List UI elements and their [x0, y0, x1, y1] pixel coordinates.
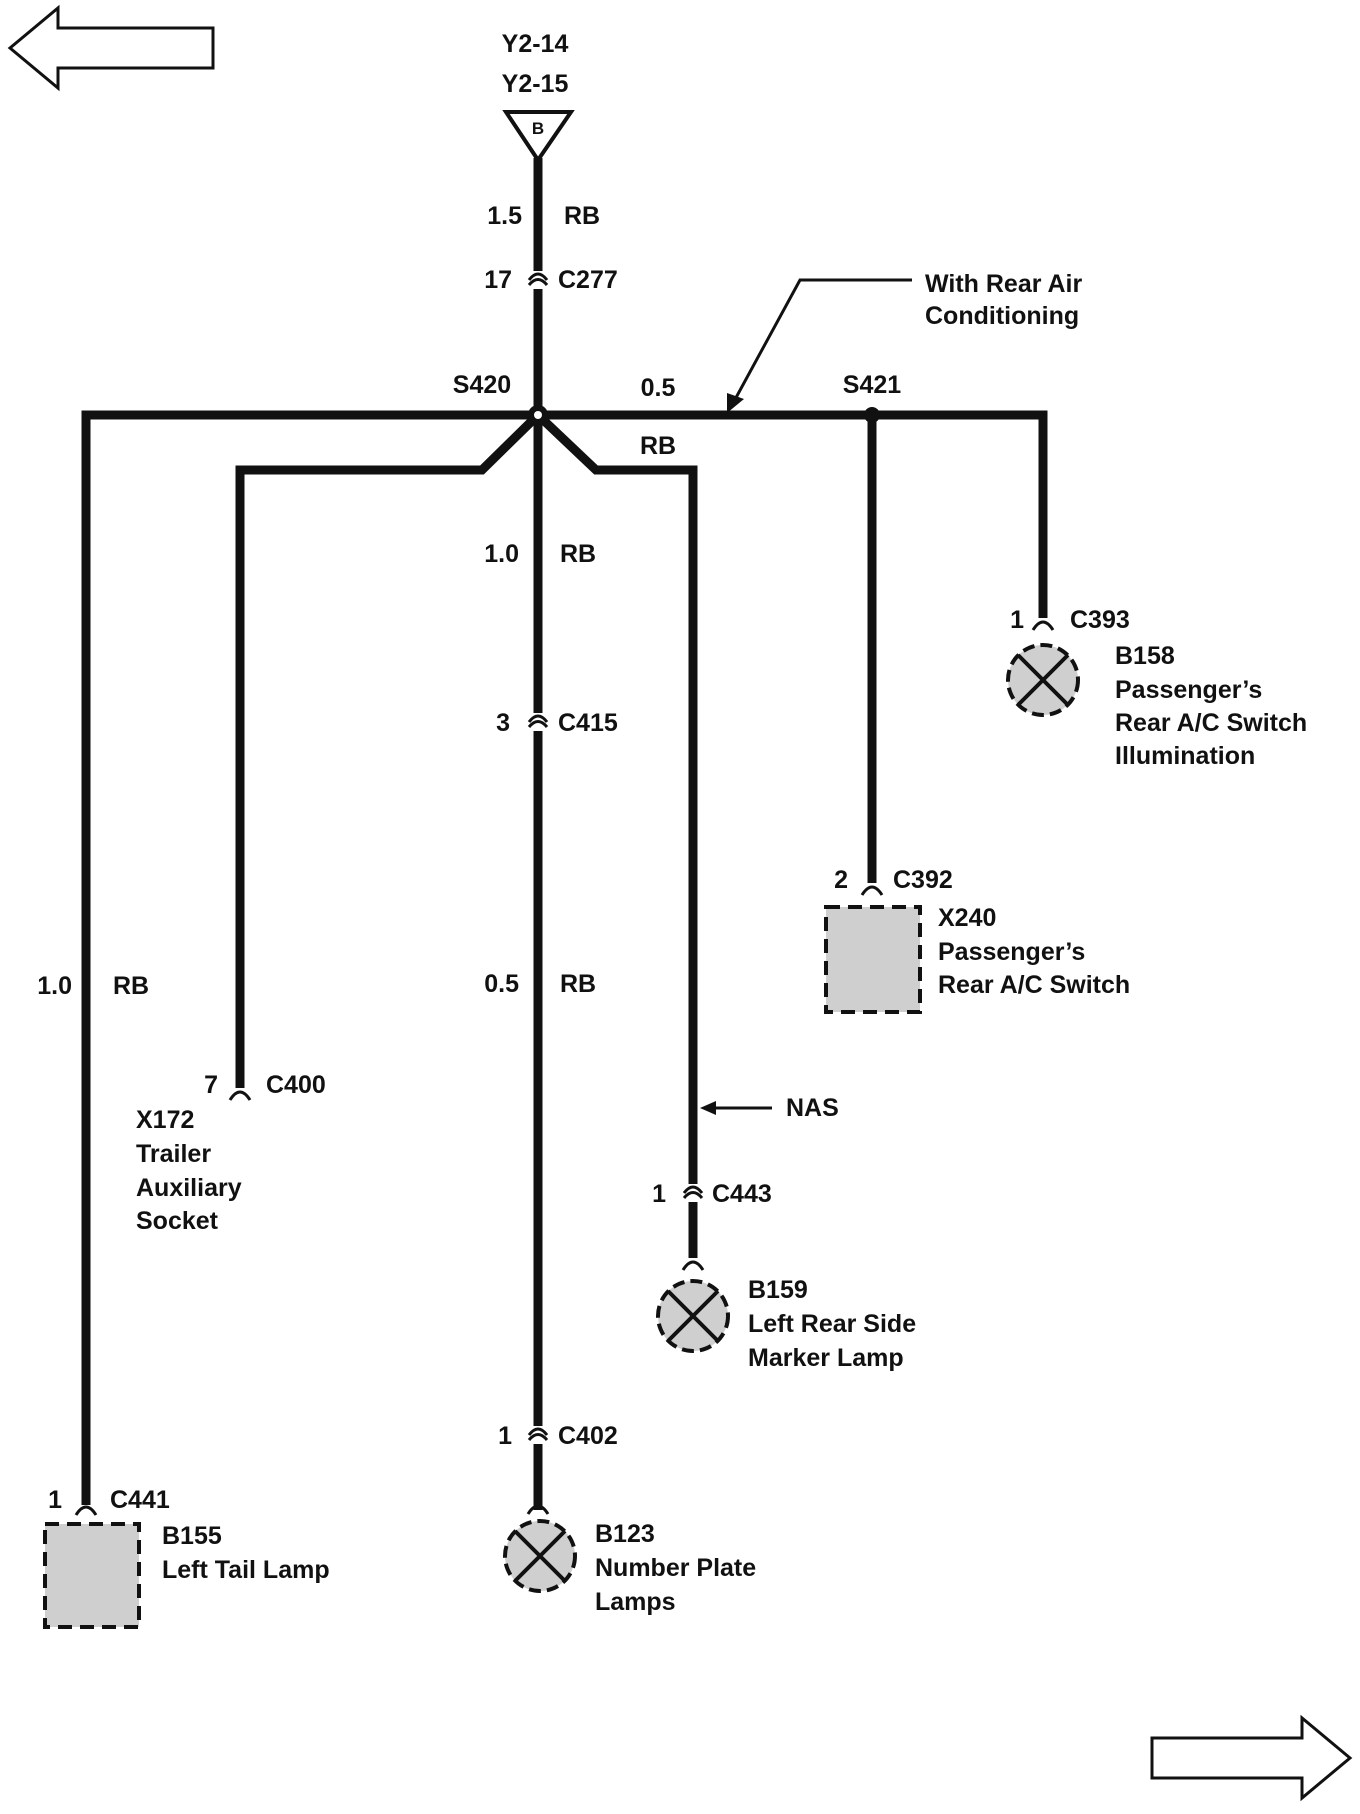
c415-pin: 3	[496, 709, 510, 737]
b159-terminal-icon	[681, 1260, 705, 1271]
b155-line1: Left Tail Lamp	[162, 1556, 330, 1584]
b123-line1: Number Plate	[595, 1554, 756, 1582]
splice-icon	[864, 407, 880, 423]
x172-line3: Socket	[136, 1207, 219, 1235]
connector-icon	[527, 1426, 549, 1444]
back-arrow-icon[interactable]	[7, 4, 215, 92]
b123-terminal-icon	[526, 1504, 550, 1515]
x240-code: X240	[938, 904, 996, 932]
rear-air-note-line1: With Rear Air	[925, 270, 1082, 298]
b123-code: B123	[595, 1520, 655, 1548]
right-bus-gauge: 0.5	[641, 374, 676, 402]
b159-code: B159	[748, 1276, 808, 1304]
center-low-color: RB	[560, 970, 596, 998]
nas-label: NAS	[786, 1094, 839, 1122]
b155-code: B155	[162, 1522, 222, 1550]
center-mid-color: RB	[560, 540, 596, 568]
nas-arrowhead-icon	[700, 1101, 716, 1115]
leader-arrowhead-icon	[727, 393, 744, 413]
lamp-icon	[503, 1519, 577, 1593]
c402-pin: 1	[498, 1422, 512, 1450]
b159-line2: Marker Lamp	[748, 1344, 904, 1372]
left-wire-color: RB	[113, 972, 149, 1000]
c393-terminal-icon	[1031, 620, 1055, 631]
c400-label: C400	[266, 1071, 326, 1099]
b158-line2: Rear A/C Switch	[1115, 709, 1307, 737]
x240-line1: Passenger’s	[938, 938, 1085, 966]
c400-terminal-icon	[228, 1090, 252, 1101]
source-triangle-icon	[502, 110, 575, 164]
c441-terminal-icon	[74, 1505, 98, 1516]
forward-arrow-icon[interactable]	[1150, 1714, 1353, 1802]
c441-label: C441	[110, 1486, 170, 1514]
c415-label: C415	[558, 709, 618, 737]
s421-label: S421	[843, 371, 901, 399]
main-feed-gauge: 1.5	[487, 202, 522, 230]
c277-pin: 17	[484, 266, 512, 294]
b158-line1: Passenger’s	[1115, 676, 1262, 704]
c277-label: C277	[558, 266, 618, 294]
connector-icon	[682, 1184, 704, 1202]
s420-label: S420	[453, 371, 511, 399]
b158-code: B158	[1115, 642, 1175, 670]
c392-terminal-icon	[860, 885, 884, 896]
marker-branch-wire	[534, 411, 698, 1258]
source-label-line2: Y2-15	[502, 70, 569, 98]
left-bus-wire	[81, 410, 538, 1505]
c443-label: C443	[712, 1180, 772, 1208]
component-box-icon	[824, 905, 922, 1014]
c393-label: C393	[1070, 606, 1130, 634]
right-bus-wire	[538, 410, 1048, 618]
b158-line3: Illumination	[1115, 742, 1255, 770]
center-low-gauge: 0.5	[484, 970, 519, 998]
c441-pin: 1	[48, 1486, 62, 1514]
rear-air-note-line2: Conditioning	[925, 302, 1079, 330]
source-symbol-letter: B	[532, 119, 544, 138]
source-label-line1: Y2-14	[502, 30, 569, 58]
component-box-icon	[43, 1522, 141, 1629]
c392-label: C392	[893, 866, 953, 894]
trailer-branch-wire	[235, 411, 542, 1088]
center-mid-gauge: 1.0	[484, 540, 519, 568]
c393-pin: 1	[1010, 606, 1024, 634]
rear-air-leader	[730, 278, 912, 406]
c400-pin: 7	[204, 1071, 218, 1099]
c392-pin: 2	[834, 866, 848, 894]
x240-line2: Rear A/C Switch	[938, 971, 1130, 999]
lamp-icon	[656, 1279, 730, 1353]
right-bus-color: RB	[640, 432, 676, 460]
connector-icon	[527, 713, 549, 731]
c443-pin: 1	[652, 1180, 666, 1208]
x172-line2: Auxiliary	[136, 1174, 242, 1202]
b159-line1: Left Rear Side	[748, 1310, 916, 1338]
x172-code: X172	[136, 1106, 194, 1134]
lamp-icon	[1006, 643, 1080, 717]
main-feed-color: RB	[564, 202, 600, 230]
connector-icon	[527, 271, 549, 289]
b123-line2: Lamps	[595, 1588, 676, 1616]
left-wire-gauge: 1.0	[37, 972, 72, 1000]
c402-label: C402	[558, 1422, 618, 1450]
x172-line1: Trailer	[136, 1140, 211, 1168]
